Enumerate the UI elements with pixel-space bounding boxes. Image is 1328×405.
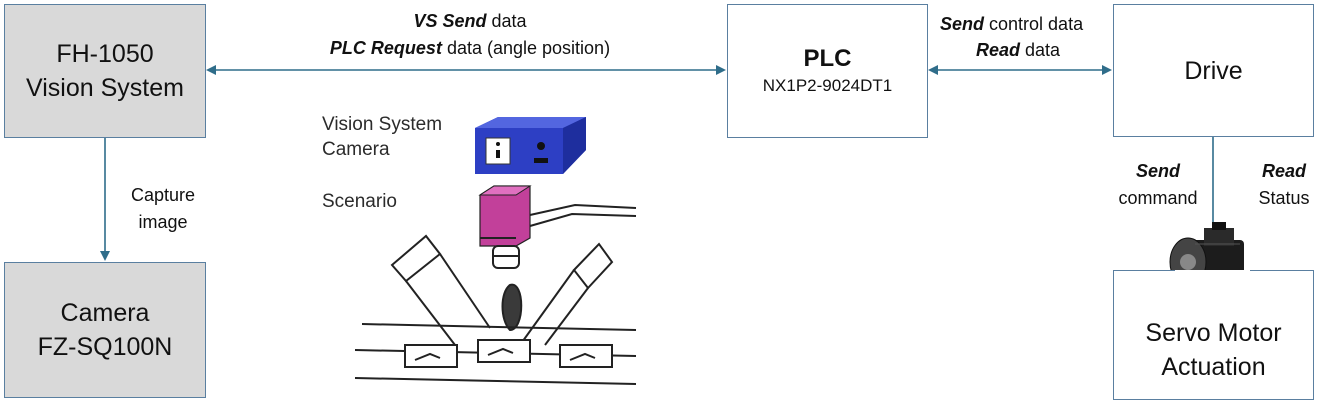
illustration-scenario-label: Scenario (322, 191, 397, 212)
capture-line2: image (138, 212, 188, 232)
drive-read-label: Read Status (1246, 160, 1322, 209)
drive-box: Drive (1113, 4, 1314, 137)
servo-box: Servo Motor Actuation (1113, 270, 1314, 400)
drive-read-bold: Read (1261, 161, 1306, 181)
camera-line2: FZ-SQ100N (37, 333, 173, 361)
capture-line1: Capture (130, 185, 196, 205)
plc-drive-label-line1: Send control data (940, 14, 1084, 34)
plc-drive-label-line2: Read data (976, 40, 1061, 60)
drive-send-label: Send command (1108, 160, 1208, 209)
servo-box-top-border-right (1250, 270, 1314, 271)
drive-send-rest: command (1118, 188, 1198, 208)
illustration-camera-line1: Vision System (322, 114, 443, 135)
camera-box: Camera FZ-SQ100N (4, 262, 206, 398)
illustration-camera-line2: Camera (322, 139, 390, 160)
drive-label: Drive (1184, 56, 1243, 85)
vision-system-box: FH-1050 Vision System (4, 4, 206, 138)
plc-title: PLC (803, 45, 852, 72)
drive-send-bold: Send (1135, 161, 1180, 181)
plc-drive-label: Send control data Read data (940, 13, 1110, 61)
vision-system-line2: Vision System (26, 74, 184, 102)
servo-box-top-border (1113, 270, 1175, 271)
scenario-illustration (354, 185, 637, 385)
illustration-camera-label: Vision System Camera (322, 113, 442, 161)
plc-box: PLC NX1P2-9024DT1 (727, 4, 928, 138)
servo-line2: Actuation (1161, 352, 1266, 381)
servo-line1: Servo Motor (1145, 318, 1282, 347)
capture-label: Capture image (118, 184, 208, 233)
vision-camera-illustration (475, 117, 586, 174)
camera-line1: Camera (60, 299, 150, 327)
vs-plc-label-line1: VS Send data (413, 11, 527, 31)
vs-plc-label-line2: PLC Request data (angle position) (329, 38, 611, 58)
drive-read-rest: Status (1258, 188, 1310, 208)
plc-model: NX1P2-9024DT1 (762, 76, 893, 95)
vs-plc-label: VS Send data PLC Request data (angle pos… (300, 10, 640, 59)
vision-system-line1: FH-1050 (56, 40, 154, 68)
